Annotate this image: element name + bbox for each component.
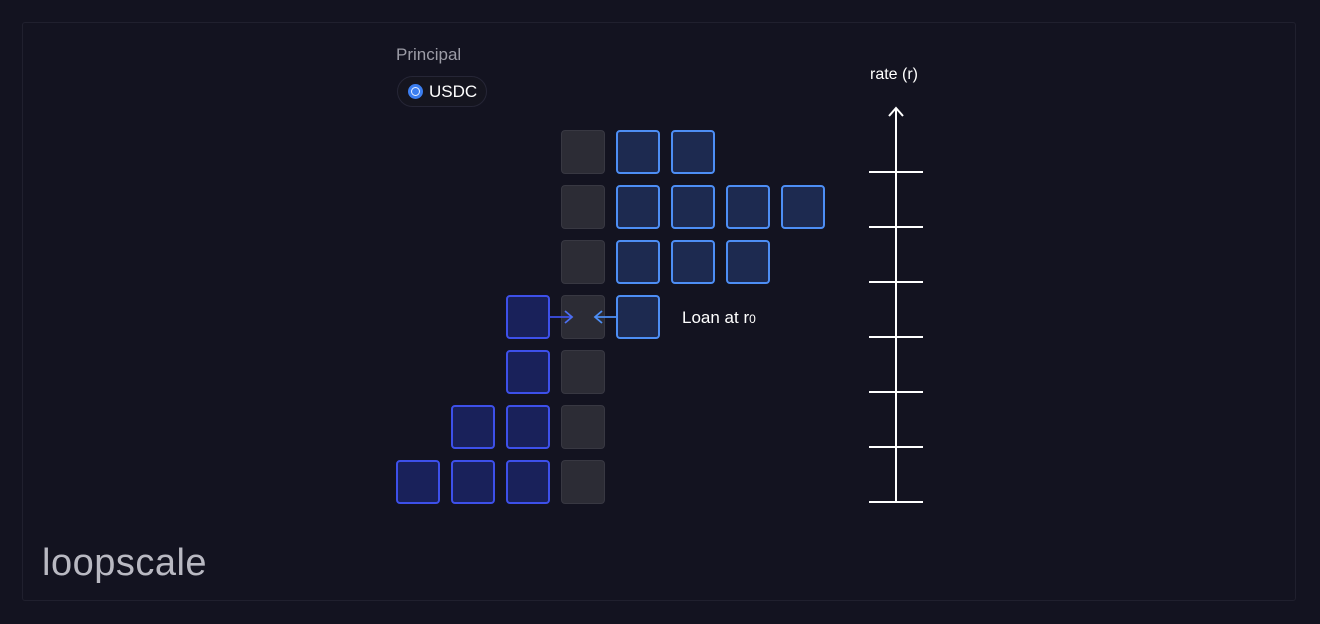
lend-order-block	[616, 185, 660, 229]
rate-level-cell	[561, 405, 605, 449]
rate-level-cell	[561, 185, 605, 229]
token-selector[interactable]: USDC	[397, 76, 487, 107]
lend-order-block	[671, 240, 715, 284]
lend-order-block	[671, 130, 715, 174]
rate-level-cell	[561, 460, 605, 504]
lend-order-block	[781, 185, 825, 229]
borrow-order-block	[506, 405, 550, 449]
lend-order-block	[726, 185, 770, 229]
rate-level-cell	[561, 130, 605, 174]
borrow-order-block	[451, 405, 495, 449]
usdc-coin-icon	[408, 84, 423, 99]
rate-level-cell	[561, 350, 605, 394]
arrow-left-icon	[593, 310, 617, 324]
lend-order-block	[616, 295, 660, 339]
rate-level-cell	[561, 240, 605, 284]
borrow-order-block	[451, 460, 495, 504]
lend-order-block	[616, 240, 660, 284]
borrow-order-block	[396, 460, 440, 504]
loan-at-rate-label: Loan at r0	[682, 308, 756, 327]
lend-order-block	[671, 185, 715, 229]
rate-axis-label: rate (r)	[870, 66, 918, 83]
lend-order-block	[616, 130, 660, 174]
arrow-right-icon	[550, 310, 574, 324]
loopscale-logo: loopscale	[42, 542, 208, 584]
lend-order-block	[726, 240, 770, 284]
borrow-order-block	[506, 350, 550, 394]
borrow-order-block	[506, 295, 550, 339]
borrow-order-block	[506, 460, 550, 504]
principal-label: Principal	[396, 45, 462, 64]
rate-axis	[869, 106, 923, 503]
token-name: USDC	[429, 82, 478, 101]
rate-subscript: 0	[749, 312, 756, 326]
